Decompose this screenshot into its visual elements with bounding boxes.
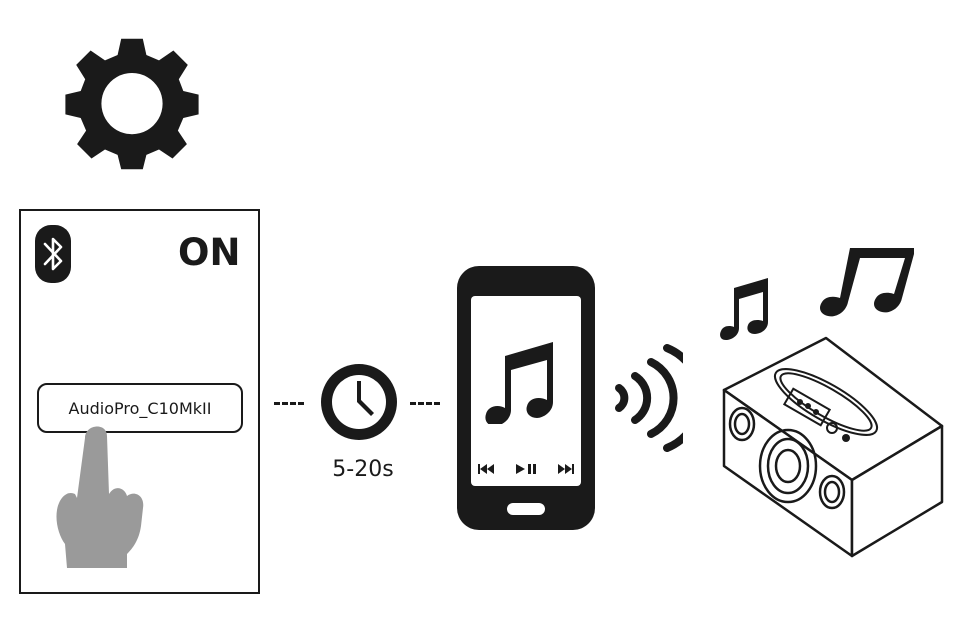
- speaker-icon: [716, 330, 948, 558]
- music-note-large-icon: [820, 246, 916, 318]
- music-note-small-icon: [720, 276, 770, 340]
- clock-icon: [318, 361, 400, 443]
- connector-dashes-left: [274, 402, 304, 405]
- device-name-label: AudioPro_C10MkII: [68, 398, 212, 418]
- pointing-hand-icon: [55, 418, 150, 568]
- previous-track-icon: [478, 463, 494, 475]
- music-note-icon: [485, 340, 557, 424]
- smartphone-icon: [457, 266, 595, 530]
- play-pause-icon: [516, 463, 538, 475]
- bluetooth-status-label: ON: [178, 231, 241, 274]
- connection-duration-label: 5-20s: [332, 457, 394, 482]
- bluetooth-icon: [35, 225, 71, 283]
- wireless-signal-icon: [613, 344, 683, 452]
- device-list-item-button[interactable]: AudioPro_C10MkII: [37, 383, 243, 433]
- next-track-icon: [558, 463, 574, 475]
- connector-dashes-right: [410, 402, 440, 405]
- gear-icon: [58, 30, 206, 170]
